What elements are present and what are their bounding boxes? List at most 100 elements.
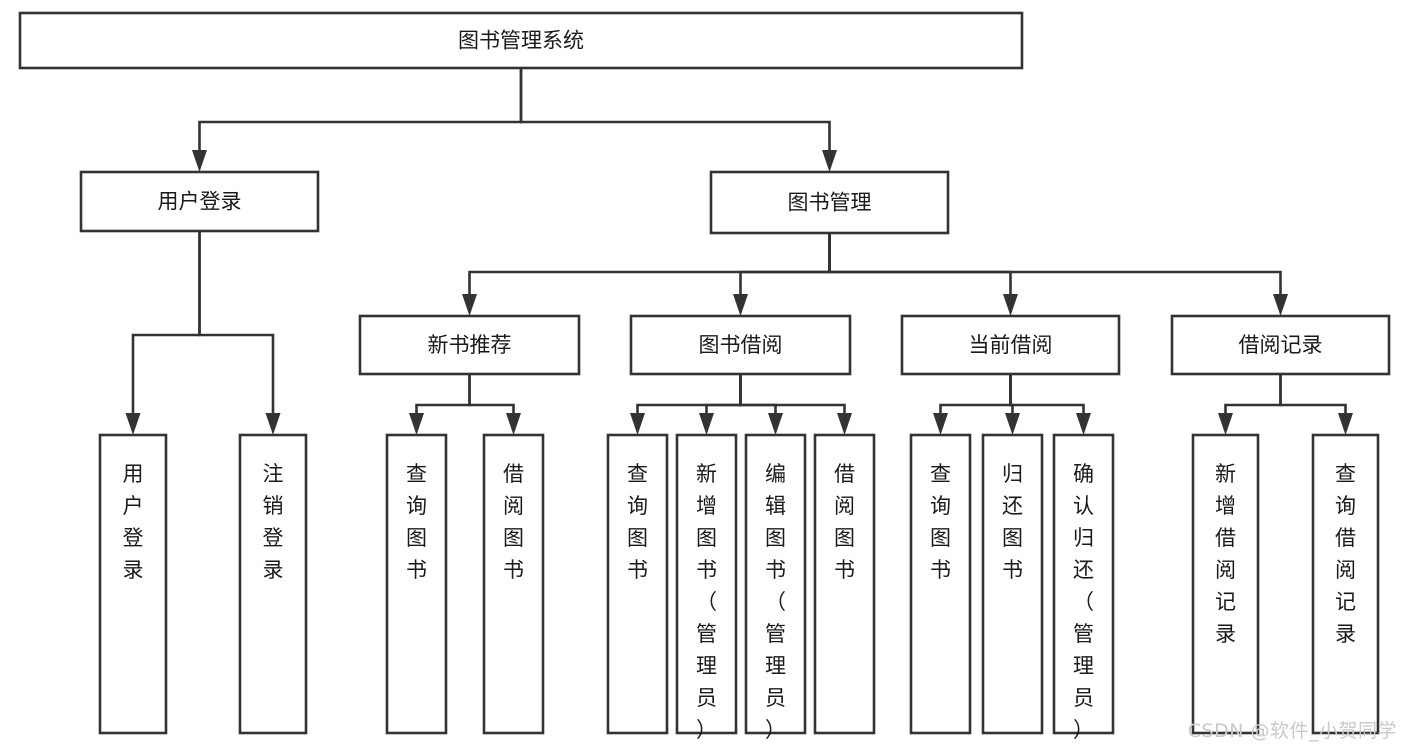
node-box[interactable] (238, 433, 308, 735)
node-label-char: 管 (765, 622, 786, 646)
node-label-char: （ (696, 590, 717, 614)
node-label-char: 录 (1335, 622, 1356, 646)
node-label-char: ） (696, 718, 717, 742)
node-label-char: 记 (1215, 590, 1236, 614)
node-label-char: 图 (834, 526, 855, 550)
node-box[interactable] (606, 433, 669, 735)
connector-book-borrow-to-leaf-bb-borrow-book (739, 374, 852, 435)
node-label-char: 用 (123, 462, 144, 486)
connector-borrow-record-to-leaf-br-add-record (1218, 374, 1282, 435)
node-label: 当前借阅 (969, 333, 1053, 357)
node-box[interactable] (629, 314, 852, 376)
csdn-watermark: CSDN @软件_小贺同学 (1187, 720, 1397, 742)
node-label-char: 员 (1073, 686, 1094, 710)
node-label-char: 书 (696, 558, 717, 582)
node-label-char: 还 (1073, 558, 1094, 582)
node-label-char: 图 (1002, 526, 1023, 550)
connector-borrow-record-to-leaf-br-query-record (1279, 374, 1353, 435)
node-box[interactable] (482, 433, 545, 735)
node-level2-book-borrow[interactable]: 图书借阅 (629, 314, 852, 376)
connector-root-to-user-login (192, 68, 523, 172)
node-label-char: 图 (627, 526, 648, 550)
connector-book-manage-to-borrow-record (828, 233, 1288, 316)
node-box[interactable] (1052, 433, 1115, 735)
node-level2-new-book-recommend[interactable]: 新书推荐 (358, 314, 581, 376)
node-box[interactable] (900, 314, 1121, 376)
connector-current-borrow-to-leaf-cb-query-book (933, 374, 1012, 435)
node-box[interactable] (18, 11, 1024, 70)
node-label-char: 询 (930, 494, 951, 518)
node-box[interactable] (79, 170, 320, 233)
node-label: 用户登录 (158, 190, 242, 214)
edge-layer (125, 68, 1353, 435)
node-label-char: 阅 (1215, 558, 1236, 582)
node-level2-current-borrow[interactable]: 当前借阅 (900, 314, 1121, 376)
node-label-char: 书 (765, 558, 786, 582)
node-box[interactable] (358, 314, 581, 376)
node-label-char: 员 (696, 686, 717, 710)
node-level1-book-manage[interactable]: 图书管理 (709, 170, 950, 235)
node-label-char: 查 (930, 462, 951, 486)
node-root-图书管理系统[interactable]: 图书管理系统 (18, 11, 1024, 70)
node-leaf-leaf-user-login[interactable]: 用户登录 (98, 433, 168, 735)
node-label-char: 阅 (503, 494, 524, 518)
node-label-char: 查 (1335, 462, 1356, 486)
node-label-char: 图 (765, 526, 786, 550)
node-label-char: 阅 (1335, 558, 1356, 582)
node-box[interactable] (385, 433, 448, 735)
node-label: 图书借阅 (699, 333, 783, 357)
node-label-char: 书 (834, 558, 855, 582)
node-label-char: ） (765, 718, 786, 742)
node-label-char: 书 (930, 558, 951, 582)
node-box[interactable] (1170, 314, 1391, 376)
node-label-char: 借 (1215, 526, 1236, 550)
node-label-char: 辑 (765, 494, 786, 518)
node-label-char: ） (1073, 718, 1094, 742)
node-label-char: 借 (503, 462, 524, 486)
connector-book-manage-to-new-book-recommend (462, 233, 831, 316)
node-label: 图书管理系统 (458, 29, 584, 53)
node-box[interactable] (909, 433, 972, 735)
node-label-char: 书 (1002, 558, 1023, 582)
connector-root-to-book-manage (519, 68, 837, 172)
node-box[interactable] (675, 433, 738, 735)
node-label-char: 图 (930, 526, 951, 550)
node-box[interactable] (1311, 433, 1380, 735)
connector-new-book-recommend-to-leaf-nb-borrow-book (468, 374, 521, 435)
node-label-char: 借 (1335, 526, 1356, 550)
node-label: 图书管理 (788, 191, 872, 215)
node-label-char: 确 (1073, 462, 1094, 486)
node-label-char: 书 (406, 558, 427, 582)
node-box[interactable] (813, 433, 876, 735)
node-box[interactable] (744, 433, 807, 735)
node-label-char: 记 (1335, 590, 1356, 614)
node-label-char: 录 (263, 558, 284, 582)
node-label-char: 借 (834, 462, 855, 486)
node-label-char: 销 (263, 494, 284, 518)
node-box[interactable] (1191, 433, 1260, 735)
node-box[interactable] (981, 433, 1044, 735)
node-label-char: 阅 (834, 494, 855, 518)
node-box[interactable] (98, 433, 168, 735)
node-level2-borrow-record[interactable]: 借阅记录 (1170, 314, 1391, 376)
node-label-char: 图 (503, 526, 524, 550)
node-label-char: 新 (696, 462, 717, 486)
node-label-char: 登 (123, 526, 144, 550)
node-label-char: 归 (1073, 526, 1094, 550)
node-label-char: （ (1073, 590, 1094, 614)
node-level1-user-login[interactable]: 用户登录 (79, 170, 320, 233)
node-box[interactable] (709, 170, 950, 235)
node-label-char: 理 (765, 654, 786, 678)
